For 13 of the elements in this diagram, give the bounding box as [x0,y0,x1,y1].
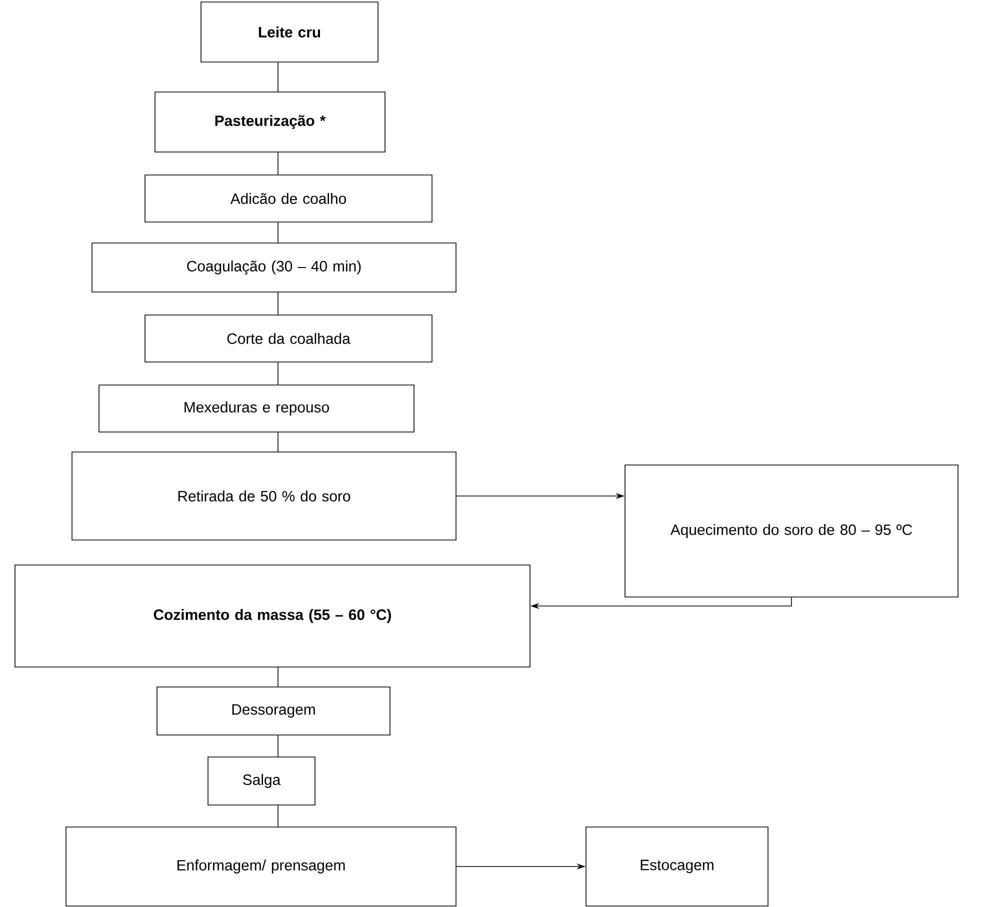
process-box: Corte da coalhada [144,314,432,362]
process-box: Cozimento da massa (55 – 60 °C) [14,564,530,668]
process-box: Enformagem/ prensagem [66,826,456,906]
process-box: Adicão de coalho [144,174,432,222]
process-box: Retirada de 50 % do soro [72,452,456,540]
process-box: Pasteurização * [154,92,386,152]
process-box: Salga [208,756,316,806]
process-box: Leite cru [200,2,378,62]
process-box: Estocagem [586,826,768,906]
process-box: Dessoragem [156,686,390,736]
process-box: Mexeduras e repouso [98,384,414,432]
process-box: Aquecimento do soro de 80 – 95 ºC [624,464,958,598]
process-box: Coagulação (30 – 40 min) [92,242,456,292]
